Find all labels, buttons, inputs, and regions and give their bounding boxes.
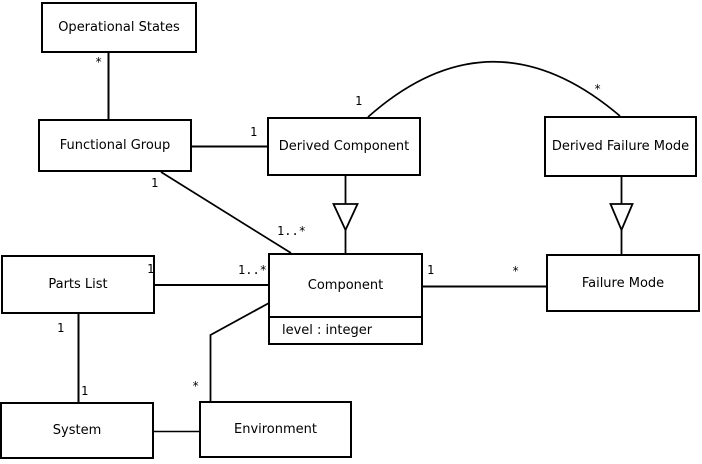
edge-component-environment xyxy=(209,302,270,401)
class-operational-states-label: Operational States xyxy=(58,20,180,35)
multiplicity-parts-list-system-one: 1 xyxy=(57,321,65,335)
class-derived-failure-mode: Derived Failure Mode xyxy=(544,116,697,177)
class-derived-failure-mode-label: Derived Failure Mode xyxy=(551,139,690,154)
class-environment: Environment xyxy=(199,401,352,458)
multiplicity-arc-star: * xyxy=(594,82,602,96)
class-parts-list-label: Parts List xyxy=(48,277,108,292)
class-component-attribute: level : integer xyxy=(282,323,373,338)
multiplicity-parts-list-component-many: 1..* xyxy=(238,263,267,277)
class-system: System xyxy=(0,402,154,459)
class-environment-label: Environment xyxy=(233,422,317,437)
multiplicity-component-one: 1 xyxy=(427,263,435,277)
class-failure-mode-label: Failure Mode xyxy=(581,275,665,291)
class-functional-group: Functional Group xyxy=(38,119,192,172)
class-functional-group-label: Functional Group xyxy=(59,138,171,153)
multiplicity-arc-one: 1 xyxy=(355,94,363,108)
class-failure-mode: Failure Mode xyxy=(546,254,700,312)
class-operational-states: Operational States xyxy=(41,2,197,53)
multiplicity-system-one: 1 xyxy=(81,384,89,398)
multiplicity-failure-mode-star: * xyxy=(512,264,520,278)
generalization-arrow-failure-mode-icon xyxy=(609,203,634,233)
generalization-arrow-component-icon xyxy=(332,203,359,233)
multiplicity-derived-component-one: 1 xyxy=(250,125,258,139)
class-system-label: System xyxy=(52,423,102,438)
multiplicity-functional-group-component-many: 1..* xyxy=(277,224,306,238)
class-parts-list: Parts List xyxy=(1,255,155,314)
class-derived-component-label: Derived Component xyxy=(278,139,410,154)
class-derived-component: Derived Component xyxy=(267,117,421,176)
class-component: Component level : integer xyxy=(268,253,423,345)
multiplicity-parts-list-one: 1 xyxy=(147,262,155,276)
multiplicity-operational-states-star: * xyxy=(95,55,103,69)
multiplicity-environment-star: * xyxy=(192,379,200,393)
edge-functional-group-component xyxy=(160,171,292,254)
edge-derived-component-derived-failure-mode-arc xyxy=(367,60,621,118)
class-component-label: Component xyxy=(307,278,384,293)
class-component-attribute-compartment: level : integer xyxy=(270,318,421,343)
class-component-name-compartment: Component xyxy=(270,255,421,318)
multiplicity-functional-group-one: 1 xyxy=(151,176,159,190)
